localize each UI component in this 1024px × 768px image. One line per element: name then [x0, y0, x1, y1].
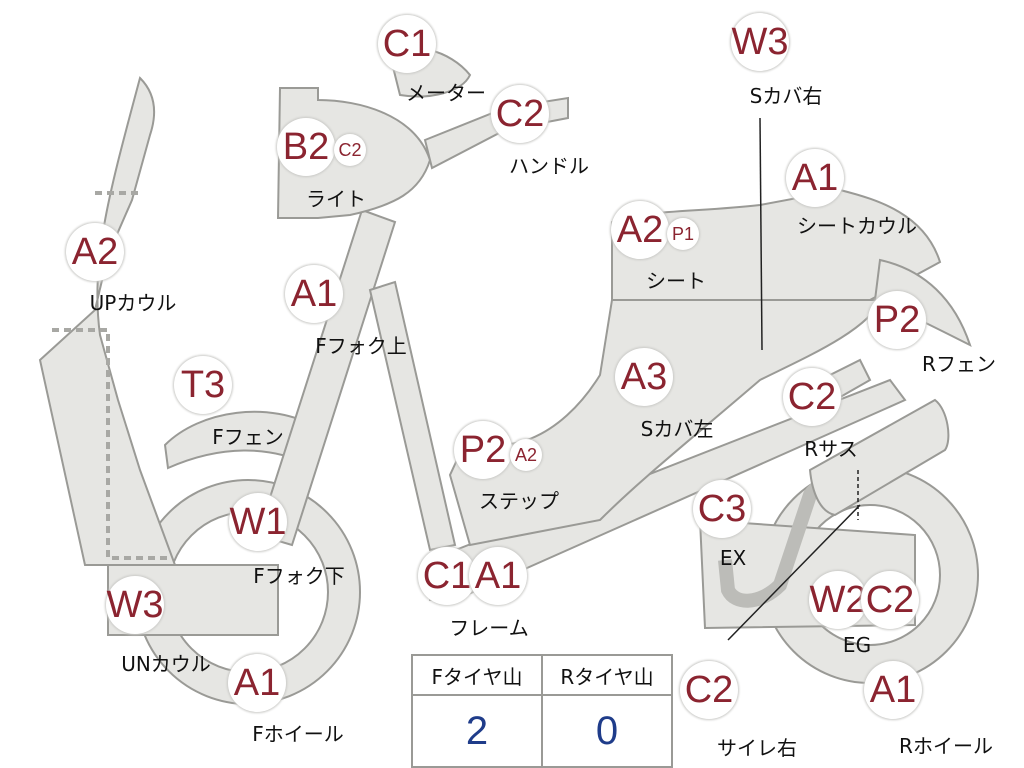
- label-side-cover-left: Sカバ左: [640, 417, 714, 441]
- badge-front-fork-lower: W1: [229, 493, 287, 551]
- upper-cowl: [38, 76, 177, 566]
- label-frame: フレーム: [449, 616, 529, 640]
- badge-engine-2: C2: [861, 571, 919, 629]
- label-seat-cowl: シートカウル: [797, 214, 917, 238]
- badge-engine-1: W2: [809, 571, 867, 629]
- badge-front-wheel: A1: [228, 654, 286, 712]
- leader-side-cover-right: [759, 117, 763, 351]
- badge-upper-cowl: A2: [66, 223, 124, 281]
- badge-handle: C2: [491, 85, 549, 143]
- label-seat: シート: [646, 269, 706, 293]
- label-front-fork-lower: Fフォク下: [253, 564, 345, 588]
- tire-table-header-row: Fタイヤ山 Rタイヤ山: [411, 654, 673, 696]
- badge-meter: C1: [378, 15, 436, 73]
- badge-frame-2: A1: [469, 547, 527, 605]
- tire-tread-table: Fタイヤ山 Rタイヤ山 2 0: [411, 654, 673, 768]
- label-step: ステップ: [479, 489, 559, 513]
- badge-under-cowl: W3: [106, 576, 164, 634]
- front-fork: [256, 208, 397, 547]
- badge-step-main: P2: [454, 421, 512, 479]
- frame-downtube: [368, 280, 457, 552]
- rear-tire-header: Rタイヤ山: [541, 654, 673, 696]
- label-front-fork-upper: Fフォク上: [315, 334, 407, 358]
- muffler: [808, 398, 950, 517]
- badge-front-fork-upper: A1: [285, 265, 343, 323]
- badge-step-sub: A2: [510, 439, 542, 471]
- badge-exhaust: C3: [693, 480, 751, 538]
- badge-front-fender: T3: [174, 356, 232, 414]
- label-engine: EG: [842, 633, 872, 657]
- label-rear-wheel: Rホイール: [899, 734, 993, 758]
- label-upper-cowl: UPカウル: [89, 291, 177, 315]
- badge-light-sub: C2: [334, 134, 366, 166]
- tire-table-value-row: 2 0: [411, 694, 673, 768]
- rear-tire-value: 0: [541, 694, 673, 768]
- label-rear-fender: Rフェン: [922, 352, 996, 376]
- side-cover: [448, 299, 882, 547]
- label-rear-suspension: Rサス: [804, 437, 858, 461]
- front-tire-value: 2: [411, 694, 543, 768]
- label-silencer-right: サイレ右: [717, 736, 797, 760]
- front-tire-header: Fタイヤ山: [411, 654, 543, 696]
- badge-frame-1: C1: [418, 547, 476, 605]
- label-handle: ハンドル: [509, 154, 589, 178]
- upper-cowl-dash-2: [52, 328, 172, 560]
- badge-seat-main: A2: [611, 201, 669, 259]
- label-front-fender: Fフェン: [212, 425, 284, 449]
- label-light: ライト: [306, 187, 366, 211]
- label-meter: メーター: [406, 81, 486, 105]
- badge-side-cover-right: W3: [731, 13, 789, 71]
- badge-light-main: B2: [277, 118, 335, 176]
- badge-rear-wheel: A1: [864, 661, 922, 719]
- badge-rear-fender: P2: [868, 291, 926, 349]
- leader-silencer-right: [727, 504, 861, 641]
- badge-side-cover-left: A3: [615, 348, 673, 406]
- label-front-wheel: Fホイール: [252, 722, 344, 746]
- badge-rear-suspension: C2: [783, 368, 841, 426]
- badge-seat-cowl: A1: [786, 149, 844, 207]
- badge-silencer-right: C2: [680, 661, 738, 719]
- label-side-cover-right: Sカバ右: [749, 84, 823, 108]
- label-under-cowl: UNカウル: [121, 652, 211, 676]
- badge-seat-sub: P1: [667, 218, 699, 250]
- label-exhaust: EX: [719, 546, 747, 570]
